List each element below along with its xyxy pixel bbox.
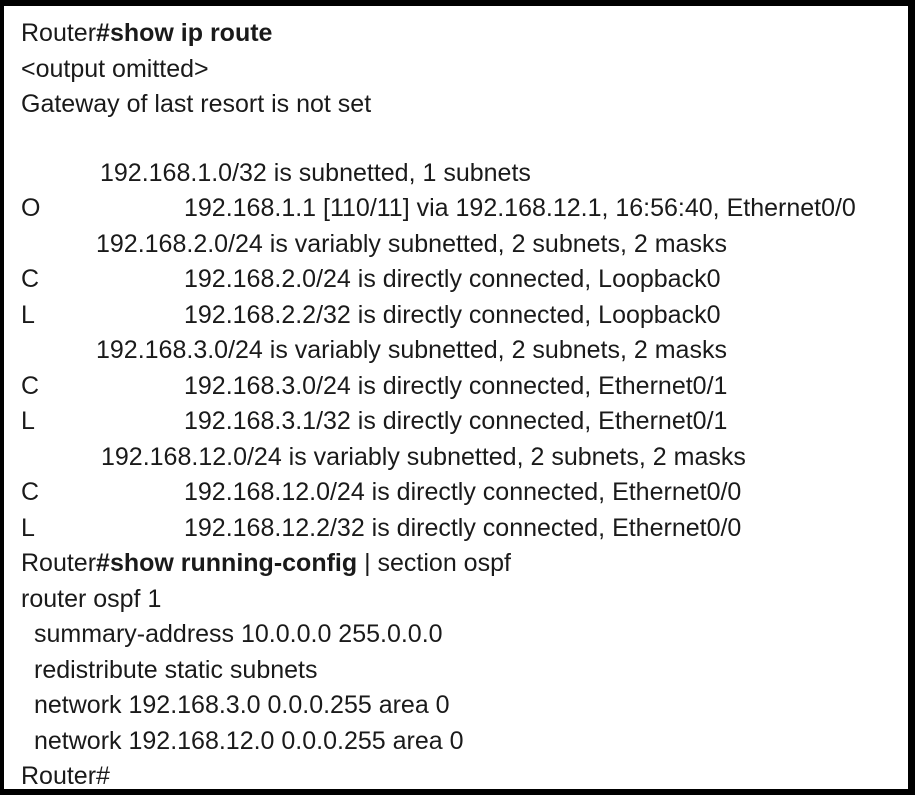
config-summary-address-line: summary-address 10.0.0.0 255.0.0.0: [21, 617, 908, 653]
config-network-192-168-12-0-line: network 192.168.12.0 0.0.0.255 area 0: [21, 724, 908, 760]
route-connected-192-168-3-0: C 192.168.3.0/24 is directly connected, E…: [21, 369, 908, 405]
subnet-header-192-168-12-0: 192.168.12.0/24 is variably subnetted, 2…: [21, 440, 908, 476]
config-line-text: redistribute static subnets: [34, 655, 318, 684]
command-text: #show ip route: [96, 19, 273, 47]
subnet-header-text: 192.168.12.0/24 is variably subnetted, 2…: [101, 442, 746, 471]
prompt-text: Router: [21, 19, 97, 47]
line-text: router ospf 1: [21, 584, 162, 613]
blank-line: [21, 123, 908, 156]
config-line-text: network 192.168.12.0 0.0.0.255 area 0: [34, 726, 464, 755]
route-entry-text: 192.168.2.2/32 is directly connected, Lo…: [184, 300, 721, 329]
route-entry-text: 192.168.12.2/32 is directly connected, E…: [184, 513, 742, 542]
gateway-line: Gateway of last resort is not set: [21, 87, 908, 123]
command-suffix-text: | section ospf: [357, 549, 511, 577]
line-text: <output omitted>: [21, 54, 209, 83]
route-code: L: [21, 407, 35, 435]
config-line-text: summary-address 10.0.0.0 255.0.0.0: [34, 620, 443, 648]
show-running-config-command: Router#show running-config | section osp…: [21, 546, 908, 582]
subnet-header-text: 192.168.2.0/24 is variably subnetted, 2 …: [96, 229, 727, 258]
prompt-text: Router: [21, 549, 97, 577]
subnet-header-192-168-3-0: 192.168.3.0/24 is variably subnetted, 2 …: [21, 333, 908, 369]
route-local-192-168-3-1: L 192.168.3.1/32 is directly connected, E…: [21, 404, 908, 440]
route-entry-text: 192.168.3.0/24 is directly connected, Et…: [184, 371, 728, 400]
config-line-text: network 192.168.3.0 0.0.0.255 area 0: [34, 691, 450, 719]
route-code: L: [21, 300, 35, 329]
config-network-192-168-3-0-line: network 192.168.3.0 0.0.0.255 area 0: [21, 688, 908, 724]
route-code: C: [21, 478, 40, 506]
subnet-header-192-168-2-0: 192.168.2.0/24 is variably subnetted, 2 …: [21, 227, 908, 263]
route-code: O: [21, 194, 41, 222]
line-text: Router#: [21, 762, 110, 790]
route-entry-text: 192.168.12.0/24 is directly connected, E…: [184, 478, 742, 506]
command-text: #show running-config: [96, 549, 358, 577]
route-entry-text: 192.168.1.1 [110/11] via 192.168.12.1, 1…: [184, 194, 856, 222]
route-code: L: [21, 513, 35, 542]
config-router-ospf-line: router ospf 1: [21, 582, 908, 618]
config-redistribute-line: redistribute static subnets: [21, 653, 908, 689]
route-code: C: [21, 371, 40, 400]
route-local-192-168-2-2: L 192.168.2.2/32 is directly connected, L…: [21, 298, 908, 334]
output-omitted-line: <output omitted>: [21, 52, 908, 88]
cli-output-area[interactable]: Router#show ip route<output omitted>Gate…: [4, 6, 908, 790]
route-connected-192-168-2-0: C 192.168.2.0/24 is directly connected, L…: [21, 262, 908, 298]
route-connected-192-168-12-0: C 192.168.12.0/24 is directly connected, …: [21, 475, 908, 511]
route-entry-text: 192.168.2.0/24 is directly connected, Lo…: [184, 265, 721, 293]
final-prompt-line: Router#: [21, 759, 908, 790]
route-entry-text: 192.168.3.1/32 is directly connected, Et…: [184, 407, 728, 435]
show-ip-route-command: Router#show ip route: [21, 16, 908, 52]
route-local-192-168-12-2: L 192.168.12.2/32 is directly connected, …: [21, 511, 908, 547]
subnet-header-192-168-1-0: 192.168.1.0/32 is subnetted, 1 subnets: [21, 156, 908, 192]
subnet-header-text: 192.168.1.0/32 is subnetted, 1 subnets: [100, 158, 531, 187]
route-code: C: [21, 265, 40, 293]
subnet-header-text: 192.168.3.0/24 is variably subnetted, 2 …: [96, 336, 727, 364]
route-ospf-192-168-1-1: O 192.168.1.1 [110/11] via 192.168.12.1, …: [21, 191, 908, 227]
line-text: Gateway of last resort is not set: [21, 90, 372, 118]
